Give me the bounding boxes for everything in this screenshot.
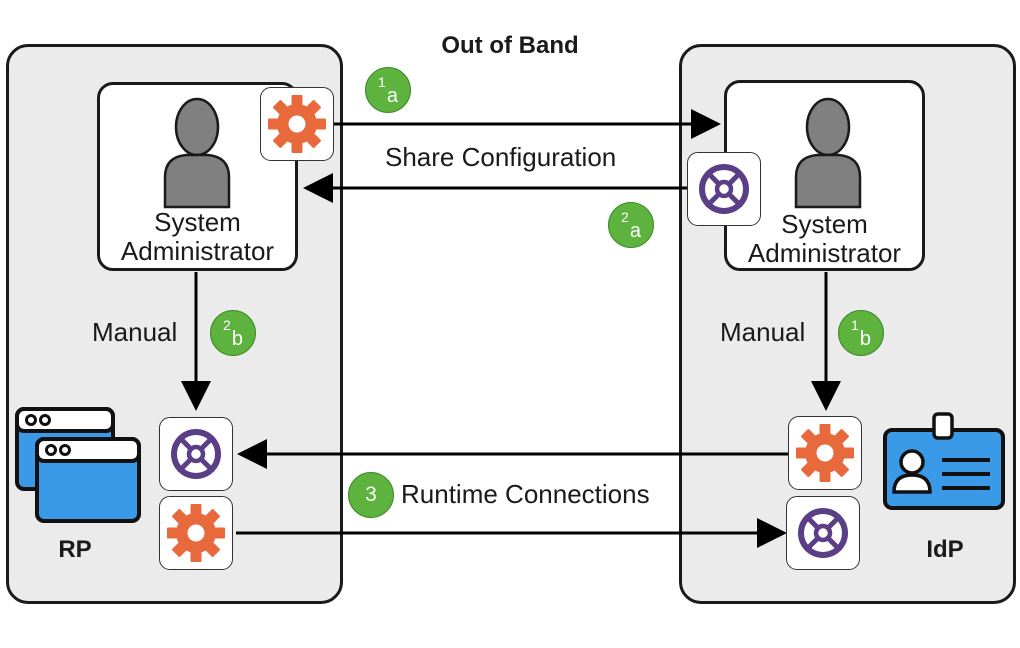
idp-admin-wheel-tile bbox=[687, 152, 761, 226]
gear-icon bbox=[167, 504, 225, 562]
rp-admin-label-line1: System bbox=[154, 207, 241, 237]
idp-manual-label: Manual bbox=[720, 317, 806, 347]
rp-gear-tile bbox=[159, 496, 233, 570]
wheel-icon bbox=[171, 429, 221, 479]
person-icon bbox=[794, 97, 862, 209]
wheel-icon bbox=[699, 164, 749, 214]
person-icon bbox=[163, 97, 231, 209]
idp-wheel-tile bbox=[786, 496, 860, 570]
gear-icon bbox=[796, 424, 854, 482]
rp-wheel-tile bbox=[159, 417, 233, 491]
rp-label: RP bbox=[58, 536, 92, 563]
rp-manual-label: Manual bbox=[92, 317, 178, 347]
diagram-title: Out of Band bbox=[441, 32, 579, 59]
share-configuration-label: Share Configuration bbox=[385, 142, 617, 172]
gear-icon bbox=[268, 95, 326, 153]
idp-admin-label-line1: System bbox=[781, 209, 868, 239]
wheel-icon bbox=[798, 508, 848, 558]
runtime-connections-label: Runtime Connections bbox=[401, 479, 650, 509]
id-card-icon bbox=[883, 412, 1005, 510]
idp-label: IdP bbox=[926, 536, 964, 563]
rp-admin-label-line2: Administrator bbox=[120, 236, 275, 266]
browser-windows-icon bbox=[15, 407, 141, 523]
rp-admin-gear-tile bbox=[260, 87, 334, 161]
step-badge-3: 3 bbox=[348, 472, 394, 518]
idp-gear-tile bbox=[788, 416, 862, 490]
idp-admin-label-line2: Administrator bbox=[747, 238, 902, 268]
